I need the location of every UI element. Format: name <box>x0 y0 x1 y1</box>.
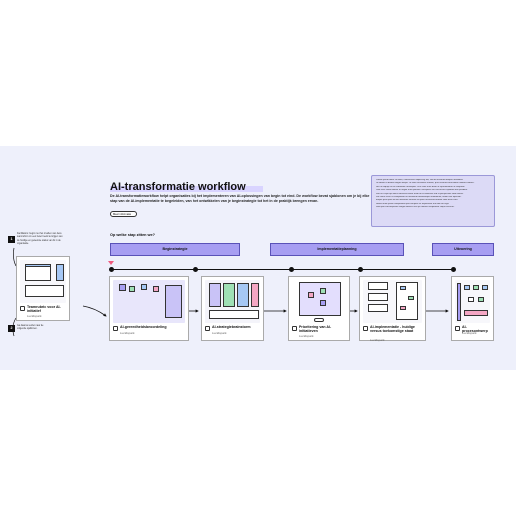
template-card-procesontwerp[interactable]: AI-procesontwerp Lucidspark <box>451 276 494 341</box>
process-node-thumb <box>468 297 474 302</box>
lucidspark-icon <box>113 326 118 331</box>
flow-node-thumb <box>408 296 414 300</box>
lucidspark-icon <box>292 326 297 331</box>
table-header-thumb <box>25 264 51 267</box>
sticky-note-thumb <box>320 288 326 294</box>
panel-thumb <box>165 285 182 318</box>
note-number-2: 2 <box>8 325 15 332</box>
card-title: Prioritering van AI-initiatieven <box>299 325 332 334</box>
note-text-1: Facilitators: begin met het invullen van… <box>17 233 63 245</box>
timeline-dot <box>451 267 456 272</box>
process-node-thumb <box>464 310 488 316</box>
card-source: Lucidspark <box>462 331 477 335</box>
card-thumbnail <box>455 280 490 323</box>
timeline-line <box>110 269 455 271</box>
page-subtitle: De AI-transformatieworkflow helpt organi… <box>110 194 370 203</box>
card-thumbnail <box>20 260 66 303</box>
sticky-note-thumb <box>129 286 135 292</box>
timeline-dot <box>289 267 294 272</box>
info-line: Nisi ut aliquip ex ea commodo consequat.… <box>376 185 466 188</box>
notes-thumb <box>25 285 64 297</box>
template-card-teamrubric[interactable]: Teamrubric voor AI-initiatief Lucidspark <box>16 256 70 321</box>
column-thumb <box>251 283 259 307</box>
phase-beginstrategie: Beginstrategie <box>110 243 240 256</box>
sticky-note-thumb <box>141 284 147 290</box>
stage-question: Op welke stap zitten we? <box>110 233 155 237</box>
card-title: AI-gereedheidsbeoordeling <box>120 325 167 329</box>
process-node-thumb <box>482 285 488 290</box>
card-thumbnail <box>292 280 346 323</box>
sticky-note-thumb <box>119 284 126 291</box>
info-line: Velit esse cillum dolore eu fugiat nulla… <box>376 189 468 192</box>
lane-thumb <box>457 283 461 321</box>
sticky-note-thumb <box>320 300 326 306</box>
sticky-note-thumb <box>308 292 314 298</box>
template-card-huidige-toekomstige-staat[interactable]: AI-implementatie - huidige versus toekom… <box>359 276 426 342</box>
sticky-note-thumb <box>153 286 159 292</box>
flow-box-thumb <box>368 304 388 312</box>
flow-node-thumb <box>400 306 406 310</box>
lucidspark-icon <box>363 326 368 331</box>
column-thumb <box>223 283 235 307</box>
title-highlight <box>110 186 263 192</box>
card-source: Lucidspark <box>212 331 227 335</box>
card-source: Lucidspark <box>370 338 385 342</box>
flow-box-thumb <box>368 282 388 290</box>
info-line: Iste natus error sit voluptatem accusant… <box>376 196 462 199</box>
row-thumb <box>209 310 259 319</box>
info-line: Lorem ipsum dolor sit amet, consectetur … <box>376 179 464 181</box>
info-line: Ut labore et dolore magna aliqua. Ut eni… <box>376 182 475 185</box>
side-panel-thumb <box>56 264 64 281</box>
card-source: Lucidspark <box>120 331 135 335</box>
lucidspark-icon <box>20 306 25 311</box>
card-title: AI-procesontwerp <box>462 325 488 334</box>
note-number-1: 1 <box>8 236 15 243</box>
timeline-marker-icon <box>108 261 114 265</box>
info-line: Eaque ipsa quae ab illo inventore verita… <box>376 199 458 202</box>
column-thumb <box>237 283 249 307</box>
lucidspark-icon <box>205 326 210 331</box>
note-text-2: Ga daarna verder naar de volgende sjablo… <box>17 325 44 331</box>
flow-box-thumb <box>368 293 388 301</box>
process-node-thumb <box>478 297 484 302</box>
phase-implementatieplanning: Implementatieplanning <box>270 243 404 256</box>
info-line: Sed quia consequuntur magni dolores eos … <box>376 206 455 209</box>
timeline-dot <box>358 267 363 272</box>
whiteboard-canvas: AI-transformatie workflow De AI-transfor… <box>0 146 516 370</box>
card-thumbnail <box>363 280 422 323</box>
card-title: Teamrubric voor AI-initiatief <box>27 305 61 314</box>
card-thumbnail <box>205 280 260 323</box>
info-box: Lorem ipsum dolor sit amet, consectetur … <box>371 175 495 227</box>
matrix-thumb <box>299 282 341 316</box>
card-thumbnail <box>113 280 185 323</box>
card-title: AI-strategiebrainstorm <box>212 325 251 329</box>
pill-thumb <box>314 318 324 322</box>
timeline-dot <box>109 267 114 272</box>
process-node-thumb <box>464 285 470 290</box>
phase-uitvoering: Uitvoering <box>432 243 494 256</box>
flow-panel-thumb <box>396 282 418 320</box>
card-source: Lucidspark <box>299 334 314 338</box>
card-title: AI-implementatie - huidige versus toekom… <box>370 325 415 334</box>
card-source: Lucidspark <box>27 314 42 318</box>
process-node-thumb <box>473 285 479 290</box>
connector-arrows <box>12 247 449 337</box>
column-thumb <box>209 283 221 307</box>
info-line: Nemo enim ipsam voluptatem quia voluptas… <box>376 202 450 205</box>
flow-node-thumb <box>400 286 406 290</box>
more-info-button[interactable]: Meer informatie <box>110 211 137 217</box>
page-title: AI-transformatie workflow <box>110 181 246 193</box>
info-line: Sunt in culpa qui officia deserunt molli… <box>376 192 464 195</box>
template-card-prioritering[interactable]: Prioritering van AI-initiatieven Lucidsp… <box>288 276 350 341</box>
template-card-gereedheidsbeoordeling[interactable]: AI-gereedheidsbeoordeling Lucidspark <box>109 276 189 341</box>
lucidspark-icon <box>455 326 460 331</box>
timeline-dot <box>193 267 198 272</box>
template-card-strategiebrainstorm[interactable]: AI-strategiebrainstorm Lucidspark <box>201 276 264 341</box>
